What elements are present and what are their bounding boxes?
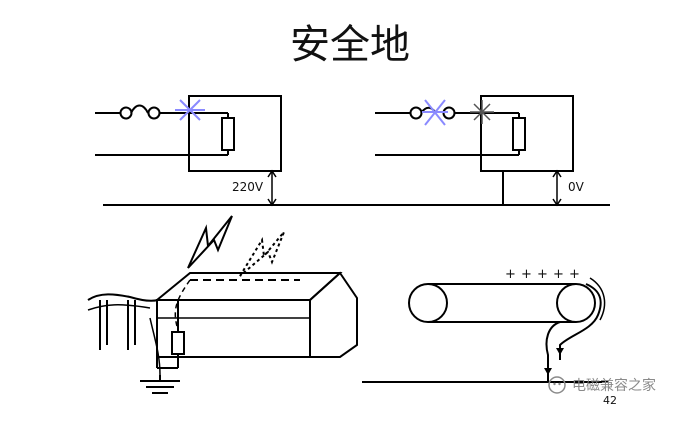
equipment-lightning <box>87 215 358 394</box>
load-resistor-icon <box>512 117 526 151</box>
circuit-ungrounded: 220V <box>95 95 282 207</box>
lightning-bolt-icon <box>239 231 285 277</box>
voltage-label-220v: 220V <box>232 180 264 194</box>
spark-icon <box>175 99 205 121</box>
page-title: 安全地 <box>290 22 410 68</box>
watermark: 电磁兼容之家 <box>548 372 656 398</box>
spark-icon <box>422 99 448 126</box>
earth-ground-icon <box>140 375 180 394</box>
roller-right <box>556 283 596 323</box>
wechat-logo-icon <box>548 376 566 394</box>
lightning-bolt-icon <box>187 215 233 269</box>
ground-resistor-icon <box>171 331 185 355</box>
static-charges: + + + + + <box>505 267 580 282</box>
fuse-icon <box>409 106 456 120</box>
load-resistor-icon <box>221 117 235 151</box>
conveyor-belt: + + + + + <box>362 267 608 383</box>
fuse-icon <box>119 104 161 120</box>
page-number: 42 <box>603 394 617 407</box>
watermark-text: 电磁兼容之家 <box>572 378 656 394</box>
enclosure-box <box>480 95 574 172</box>
spark-icon <box>470 100 494 124</box>
enclosure-box <box>188 95 282 172</box>
charge-sign: + <box>537 267 548 282</box>
charge-sign: + <box>569 267 580 282</box>
charge-sign: + <box>505 267 516 282</box>
charge-sign: + <box>521 267 532 282</box>
charge-sign: + <box>553 267 564 282</box>
roller-left <box>408 283 448 323</box>
voltage-label-0v: 0V <box>568 180 585 194</box>
circuit-grounded: 0V <box>375 95 585 207</box>
